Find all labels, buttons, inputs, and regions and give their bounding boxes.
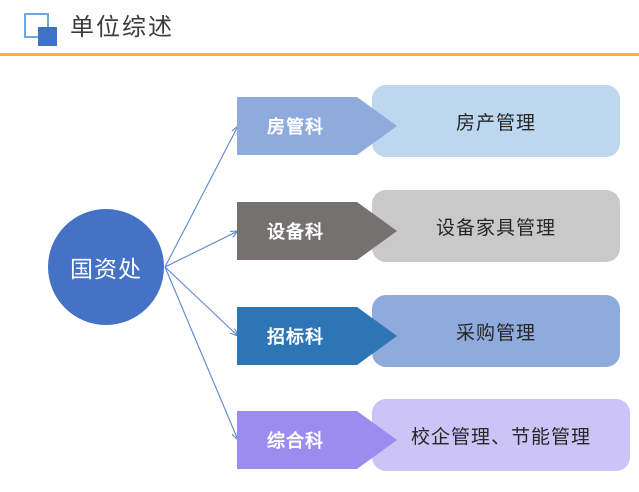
slide-logo (24, 13, 60, 46)
branch-dept-label-3: 综合科 (267, 431, 324, 452)
connector-line-4 (164, 266, 238, 440)
branch-description-label-3: 校企管理、节能管理 (410, 425, 591, 448)
slide-header: 单位综述 (0, 0, 639, 57)
branch-description-box-0[interactable]: 房产管理 (372, 85, 620, 157)
title-divider (0, 53, 639, 56)
branch-description-box-3[interactable]: 校企管理、节能管理 (372, 399, 630, 471)
hub-node-guozichu[interactable]: 国资处 (48, 209, 164, 325)
branch-description-box-1[interactable]: 设备家具管理 (372, 190, 620, 262)
square-outline-icon (24, 13, 49, 38)
connector-line-3 (164, 266, 238, 336)
branch-dept-label-1: 设备科 (267, 222, 324, 243)
branch-dept-label-0: 房管科 (267, 117, 324, 138)
branch-description-label-1: 设备家具管理 (435, 216, 556, 239)
square-filled-icon (38, 27, 57, 46)
branch-description-label-0: 房产管理 (455, 111, 536, 134)
branch-dept-label-2: 招标科 (267, 327, 324, 348)
branch-description-label-2: 采购管理 (455, 321, 536, 344)
branch-description-box-2[interactable]: 采购管理 (372, 295, 620, 367)
connector-line-2 (164, 231, 238, 268)
connector-line-1 (164, 126, 238, 268)
hub-label: 国资处 (70, 257, 142, 283)
page-title: 单位综述 (70, 13, 174, 41)
